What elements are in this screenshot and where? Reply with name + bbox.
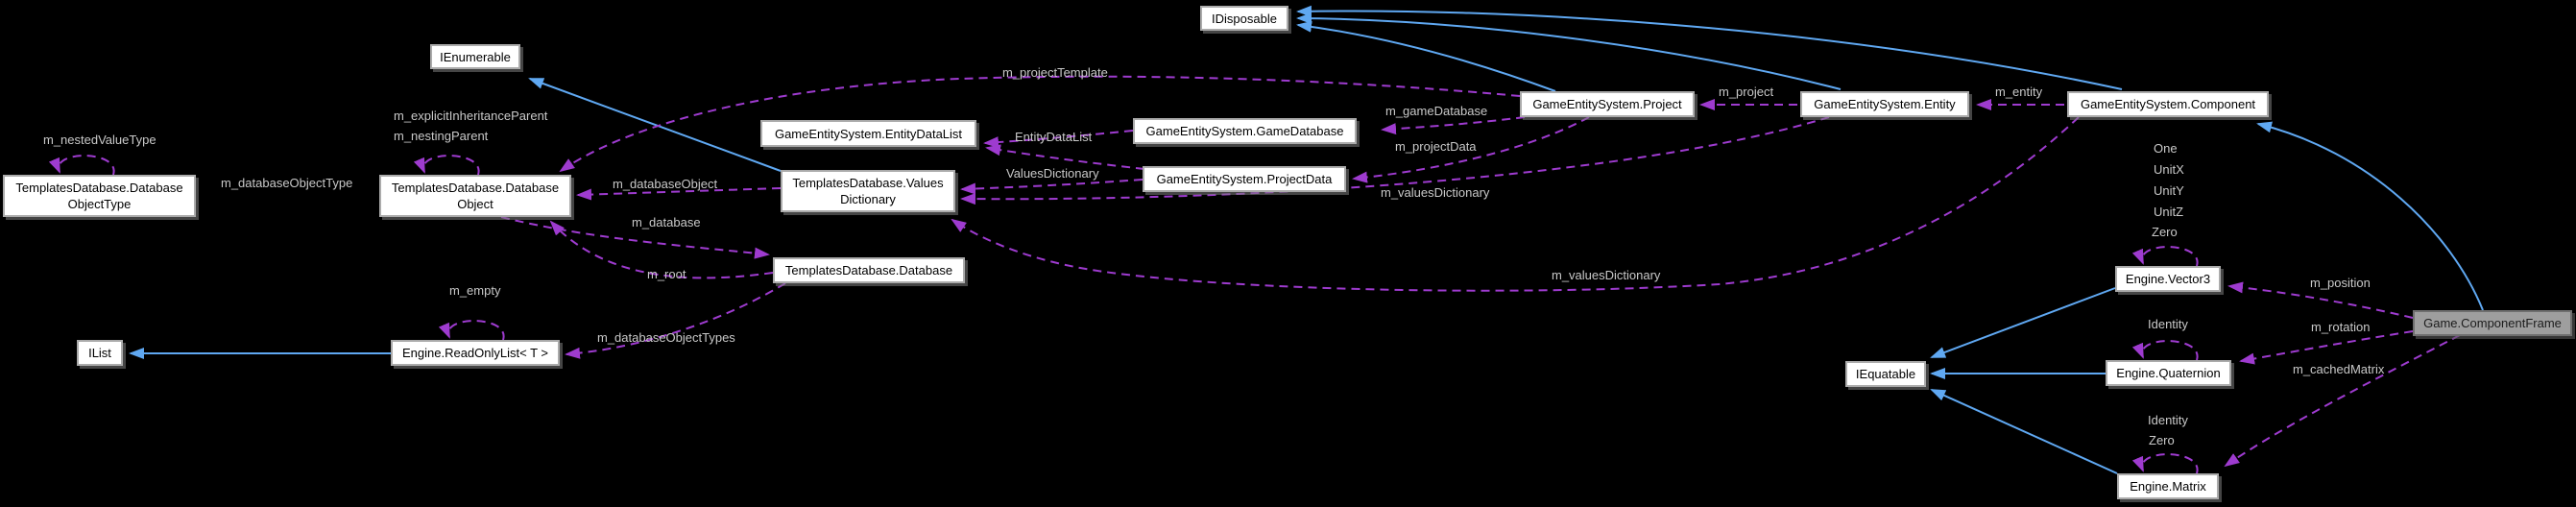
- edge-label-m-rotation: m_rotation: [2311, 320, 2371, 334]
- edge-label-m-database: m_database: [632, 215, 701, 229]
- edge-label-m-valuesdictionary-component: m_valuesDictionary: [1552, 268, 1661, 282]
- edge-componentframe-to-component: [2256, 121, 2484, 311]
- node-entitydatalist[interactable]: GameEntitySystem.EntityDataList: [760, 120, 976, 147]
- edge-matrix-selfloop: [2131, 453, 2199, 474]
- edge-entity-to-valuesdictionary: [960, 116, 1830, 205]
- edge-label-m-gamedatabase: m_gameDatabase: [1385, 104, 1488, 118]
- edge-m-projecttemplate: [559, 75, 1521, 173]
- node-iequatable[interactable]: IEquatable: [1845, 361, 1926, 387]
- edge-label-m-empty: m_empty: [449, 283, 501, 298]
- edge-entity-to-idisposable: [1296, 12, 1842, 90]
- node-ilist[interactable]: IList: [77, 340, 123, 366]
- edge-m-empty-selfloop: [438, 320, 505, 341]
- edge-label-m-databaseobject: m_databaseObject: [613, 177, 718, 191]
- node-component[interactable]: GameEntitySystem.Component: [2067, 91, 2269, 117]
- edge-nestingparent-selfloop: [413, 155, 480, 176]
- node-componentframe[interactable]: Game.ComponentFrame: [2413, 310, 2572, 336]
- edge-label-m-explicitinheritanceparent: m_explicitInheritanceParent: [394, 109, 548, 123]
- edge-label-m-project: m_project: [1719, 84, 1774, 99]
- edge-label-m-position: m_position: [2310, 276, 2371, 290]
- node-valuesdictionary[interactable]: TemplatesDatabase.Values Dictionary: [781, 170, 955, 212]
- edge-m-nestedvaluetype-selfloop: [48, 155, 115, 176]
- edge-label-m-nestedvaluetype: m_nestedValueType: [43, 133, 156, 147]
- edge-label-one: One: [2154, 141, 2178, 156]
- node-gamedatabase[interactable]: GameEntitySystem.GameDatabase: [1133, 118, 1357, 144]
- edge-projectdata-to-valuesdictionary: [960, 179, 1144, 195]
- edge-valuesdictionary-to-ienumerable: [528, 78, 782, 172]
- node-vector3[interactable]: Engine.Vector3: [2115, 266, 2221, 292]
- edge-m-databaseobject: [576, 187, 782, 201]
- node-entity[interactable]: GameEntitySystem.Entity: [1800, 91, 1969, 117]
- edge-m-projectdata: [1352, 116, 1590, 183]
- node-databaseobject[interactable]: TemplatesDatabase.Database Object: [379, 175, 571, 217]
- edge-label-entitydatalist: EntityDataList: [1015, 130, 1093, 144]
- edge-vector3-to-iequatable: [1930, 287, 2116, 358]
- node-quaternion[interactable]: Engine.Quaternion: [2106, 360, 2231, 386]
- node-databaseobjecttype[interactable]: TemplatesDatabase.Database ObjectType: [3, 175, 196, 217]
- edge-label-m-projecttemplate: m_projectTemplate: [1002, 65, 1108, 80]
- node-readonlylist[interactable]: Engine.ReadOnlyList< T >: [391, 340, 560, 366]
- edge-m-root: [549, 220, 774, 279]
- edge-label-zero-vector3: Zero: [2152, 225, 2178, 239]
- edge-m-database: [500, 216, 770, 259]
- edge-label-m-valuesdictionary-entity: m_valuesDictionary: [1381, 185, 1490, 200]
- edge-label-unity: UnitY: [2154, 183, 2184, 198]
- edge-label-identity-quaternion: Identity: [2148, 317, 2188, 331]
- edge-gamedatabase-to-entitydatalist: [983, 130, 1134, 149]
- edge-projectdata-to-entitydatalist: [985, 144, 1145, 170]
- edge-label-m-entity: m_entity: [1995, 84, 2043, 99]
- edge-vector3-selfloop: [2131, 246, 2199, 267]
- edge-m-cachedmatrix: [2224, 334, 2461, 468]
- node-projectdata[interactable]: GameEntitySystem.ProjectData: [1143, 166, 1346, 192]
- edge-project-to-idisposable: [1296, 20, 1556, 92]
- node-ienumerable[interactable]: IEnumerable: [430, 44, 520, 69]
- edge-label-unitx: UnitX: [2154, 162, 2184, 177]
- edge-label-identity-matrix: Identity: [2148, 413, 2188, 427]
- edge-label-valuesdictionary: ValuesDictionary: [1006, 166, 1099, 181]
- node-matrix[interactable]: Engine.Matrix: [2117, 473, 2219, 499]
- edge-component-to-valuesdictionary: [951, 116, 2080, 292]
- edge-label-m-databaseobjecttypes: m_databaseObjectTypes: [597, 330, 735, 345]
- edge-label-m-databaseobjecttype: m_databaseObjectType: [221, 176, 353, 190]
- edge-quaternion-selfloop: [2131, 340, 2199, 361]
- edge-label-m-nestingparent: m_nestingParent: [394, 129, 489, 143]
- edge-label-m-projectdata: m_projectData: [1395, 139, 1477, 154]
- edge-label-zero-matrix: Zero: [2149, 433, 2175, 447]
- edge-component-to-idisposable: [1296, 5, 2123, 90]
- edge-label-m-root: m_root: [647, 267, 686, 281]
- edge-m-databaseobjecttypes: [565, 282, 786, 359]
- edge-label-m-cachedmatrix: m_cachedMatrix: [2293, 362, 2385, 376]
- edge-m-position: [2227, 281, 2414, 319]
- edge-m-gamedatabase: [1381, 116, 1526, 135]
- node-database[interactable]: TemplatesDatabase.Database: [773, 257, 965, 283]
- node-project[interactable]: GameEntitySystem.Project: [1520, 91, 1695, 117]
- edge-m-rotation: [2239, 330, 2414, 365]
- edge-matrix-to-iequatable: [1930, 389, 2118, 474]
- edge-label-unitz: UnitZ: [2154, 205, 2184, 219]
- node-idisposable[interactable]: IDisposable: [1200, 6, 1288, 31]
